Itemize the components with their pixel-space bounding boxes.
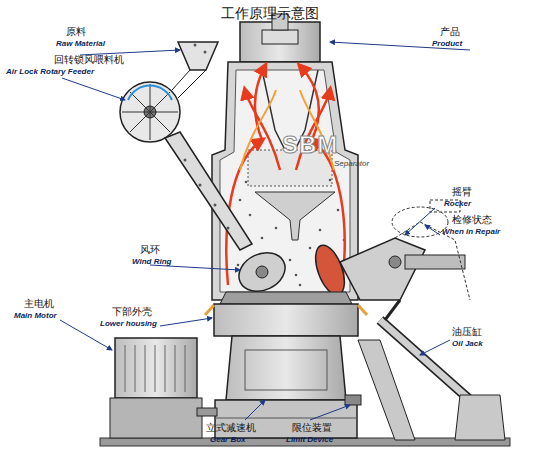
part-label: 风环 xyxy=(140,244,160,255)
part-label-en: Separator xyxy=(334,160,369,169)
part-label-en: Limit Device xyxy=(286,436,333,445)
part-label-en: Raw Material xyxy=(56,40,105,49)
part-label-en: Air Lock Rotary Feeder xyxy=(6,68,94,77)
part-label-en: Lower housing xyxy=(100,320,157,329)
part-label: 原料 xyxy=(66,26,86,37)
part-label-en: Wind Ring xyxy=(132,258,171,267)
part-label: 主电机 xyxy=(24,298,54,309)
part-label: 回转锁风喂料机 xyxy=(54,54,124,65)
watermark: SBM xyxy=(282,132,338,158)
part-label-en: Oil Jack xyxy=(452,340,483,349)
diagram-title: 工作原理示意图 xyxy=(221,6,319,21)
part-label-en: When in Repair xyxy=(442,228,500,237)
part-label: 产品 xyxy=(440,26,460,37)
part-label-en: Product xyxy=(432,40,462,49)
part-label: 摇臂 xyxy=(452,186,472,197)
part-label: 检修状态 xyxy=(452,214,492,225)
part-label: 限位装置 xyxy=(292,422,332,433)
part-label-en: Main Motor xyxy=(14,312,57,321)
part-label-en: Rocker xyxy=(444,200,471,209)
part-label: 立式减速机 xyxy=(206,422,256,433)
part-label: 下部外壳 xyxy=(112,306,152,317)
part-label: 油压缸 xyxy=(452,326,482,337)
part-label-en: Gear Box xyxy=(210,436,246,445)
